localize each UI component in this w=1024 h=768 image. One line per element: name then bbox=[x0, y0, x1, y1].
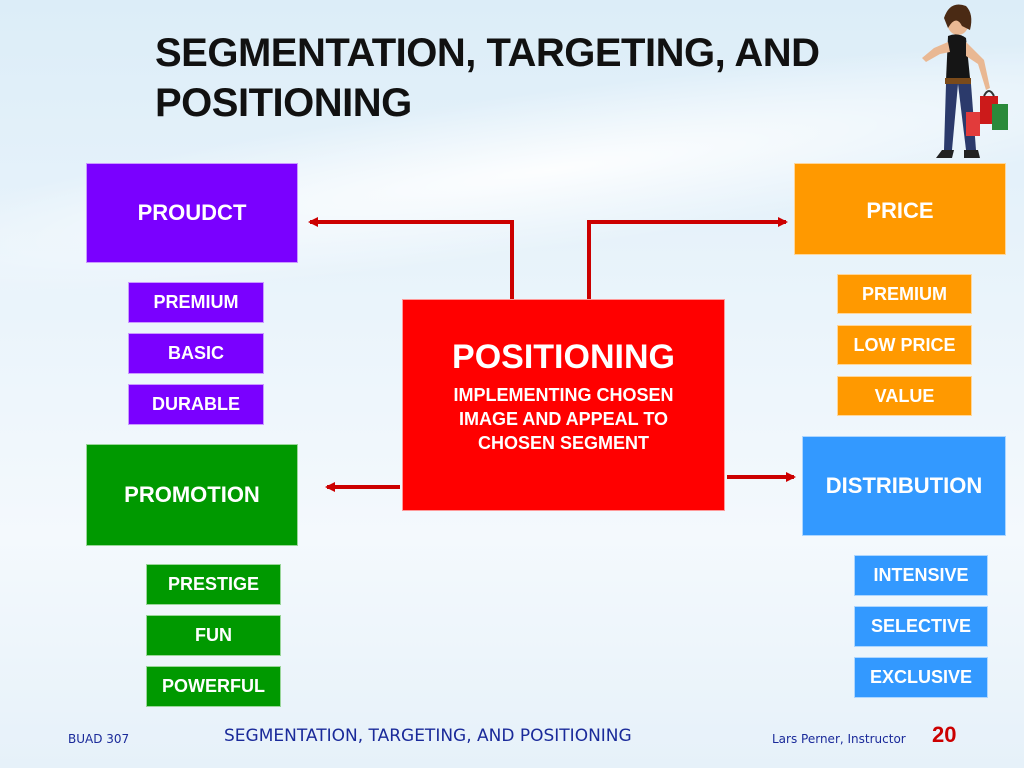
distribution-box: DISTRIBUTION bbox=[802, 436, 1006, 536]
arrow-to-price bbox=[587, 217, 788, 299]
distribution-item-selective: SELECTIVE bbox=[854, 606, 988, 647]
footer-instructor: Lars Perner, Instructor bbox=[772, 732, 906, 746]
product-item-durable: DURABLE bbox=[128, 384, 264, 425]
footer-topic: SEGMENTATION, TARGETING, AND POSITIONING bbox=[224, 726, 632, 746]
price-box: PRICE bbox=[794, 163, 1006, 255]
slide-number: 20 bbox=[932, 722, 957, 747]
positioning-title: POSITIONING bbox=[452, 338, 675, 376]
product-item-premium: PREMIUM bbox=[128, 282, 264, 323]
product-item-basic: BASIC bbox=[128, 333, 264, 374]
arrow-to-product bbox=[308, 217, 514, 299]
price-item-value: VALUE bbox=[837, 376, 972, 416]
distribution-item-intensive: INTENSIVE bbox=[854, 555, 988, 596]
distribution-item-exclusive: EXCLUSIVE bbox=[854, 657, 988, 698]
positioning-box: POSITIONING IMPLEMENTING CHOSEN IMAGE AN… bbox=[402, 299, 725, 511]
positioning-subtitle: IMPLEMENTING CHOSEN IMAGE AND APPEAL TO … bbox=[453, 385, 674, 453]
promotion-item-powerful: POWERFUL bbox=[146, 666, 281, 707]
price-item-low-price: LOW PRICE bbox=[837, 325, 972, 365]
promotion-box: PROMOTION bbox=[86, 444, 298, 546]
slide-title: SEGMENTATION, TARGETING, AND POSITIONING bbox=[155, 31, 820, 125]
shopper-with-bags-image bbox=[922, 4, 1008, 158]
price-item-premium: PREMIUM bbox=[837, 274, 972, 314]
footer-course: BUAD 307 bbox=[68, 732, 130, 746]
promotion-item-prestige: PRESTIGE bbox=[146, 564, 281, 605]
product-box: PROUDCT bbox=[86, 163, 298, 263]
promotion-item-fun: FUN bbox=[146, 615, 281, 656]
